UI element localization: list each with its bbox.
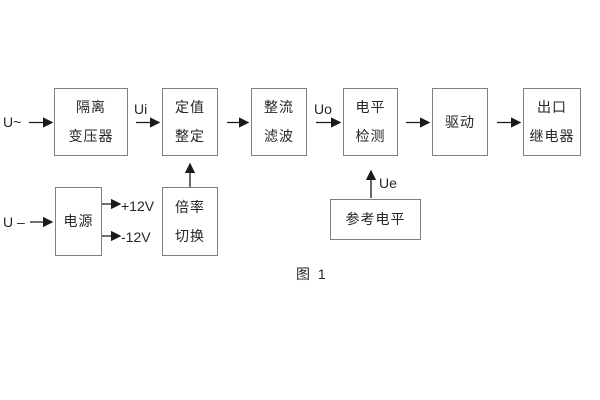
signal-label-ac-input: U~ — [3, 114, 22, 130]
block-power-supply: 电源 — [55, 187, 102, 256]
block-output-relay: 出口 继电器 — [523, 88, 581, 156]
block-label: 整定 — [175, 128, 205, 144]
block-label: 检测 — [355, 128, 386, 144]
block-label: 出口 — [537, 99, 567, 115]
block-label: 电源 — [63, 213, 94, 229]
block-ratio-switching: 倍率 切换 — [162, 187, 218, 256]
signal-label-plus-12v: +12V — [121, 198, 155, 214]
block-isolation-transformer: 隔离 变压器 — [54, 88, 128, 156]
block-label: 继电器 — [529, 128, 575, 144]
block-label: 切换 — [175, 227, 205, 244]
block-rectify-filter: 整流 滤波 — [251, 88, 307, 156]
signal-label-dc-input: U – — [3, 214, 25, 230]
block-label: 变压器 — [68, 128, 114, 144]
block-label: 滤波 — [264, 128, 294, 144]
block-label: 倍率 — [175, 198, 205, 215]
figure-caption: 图 1 — [296, 266, 328, 282]
block-reference-level: 参考电平 — [330, 199, 421, 240]
block-label: 整流 — [264, 99, 294, 115]
block-label: 隔离 — [76, 99, 106, 115]
block-label: 驱动 — [445, 113, 475, 130]
signal-label-uo: Uo — [314, 101, 332, 117]
signal-label-ui: Ui — [134, 101, 148, 117]
block-level-detection: 电平 检测 — [343, 88, 398, 156]
block-label: 参考电平 — [345, 211, 406, 227]
signal-label-minus-12v: -12V — [121, 229, 151, 245]
block-label: 电平 — [355, 99, 386, 115]
block-setpoint-adjustment: 定值 整定 — [162, 88, 218, 156]
block-label: 定值 — [175, 99, 205, 115]
block-drive: 驱动 — [432, 88, 488, 156]
signal-label-ue: Ue — [379, 175, 397, 191]
